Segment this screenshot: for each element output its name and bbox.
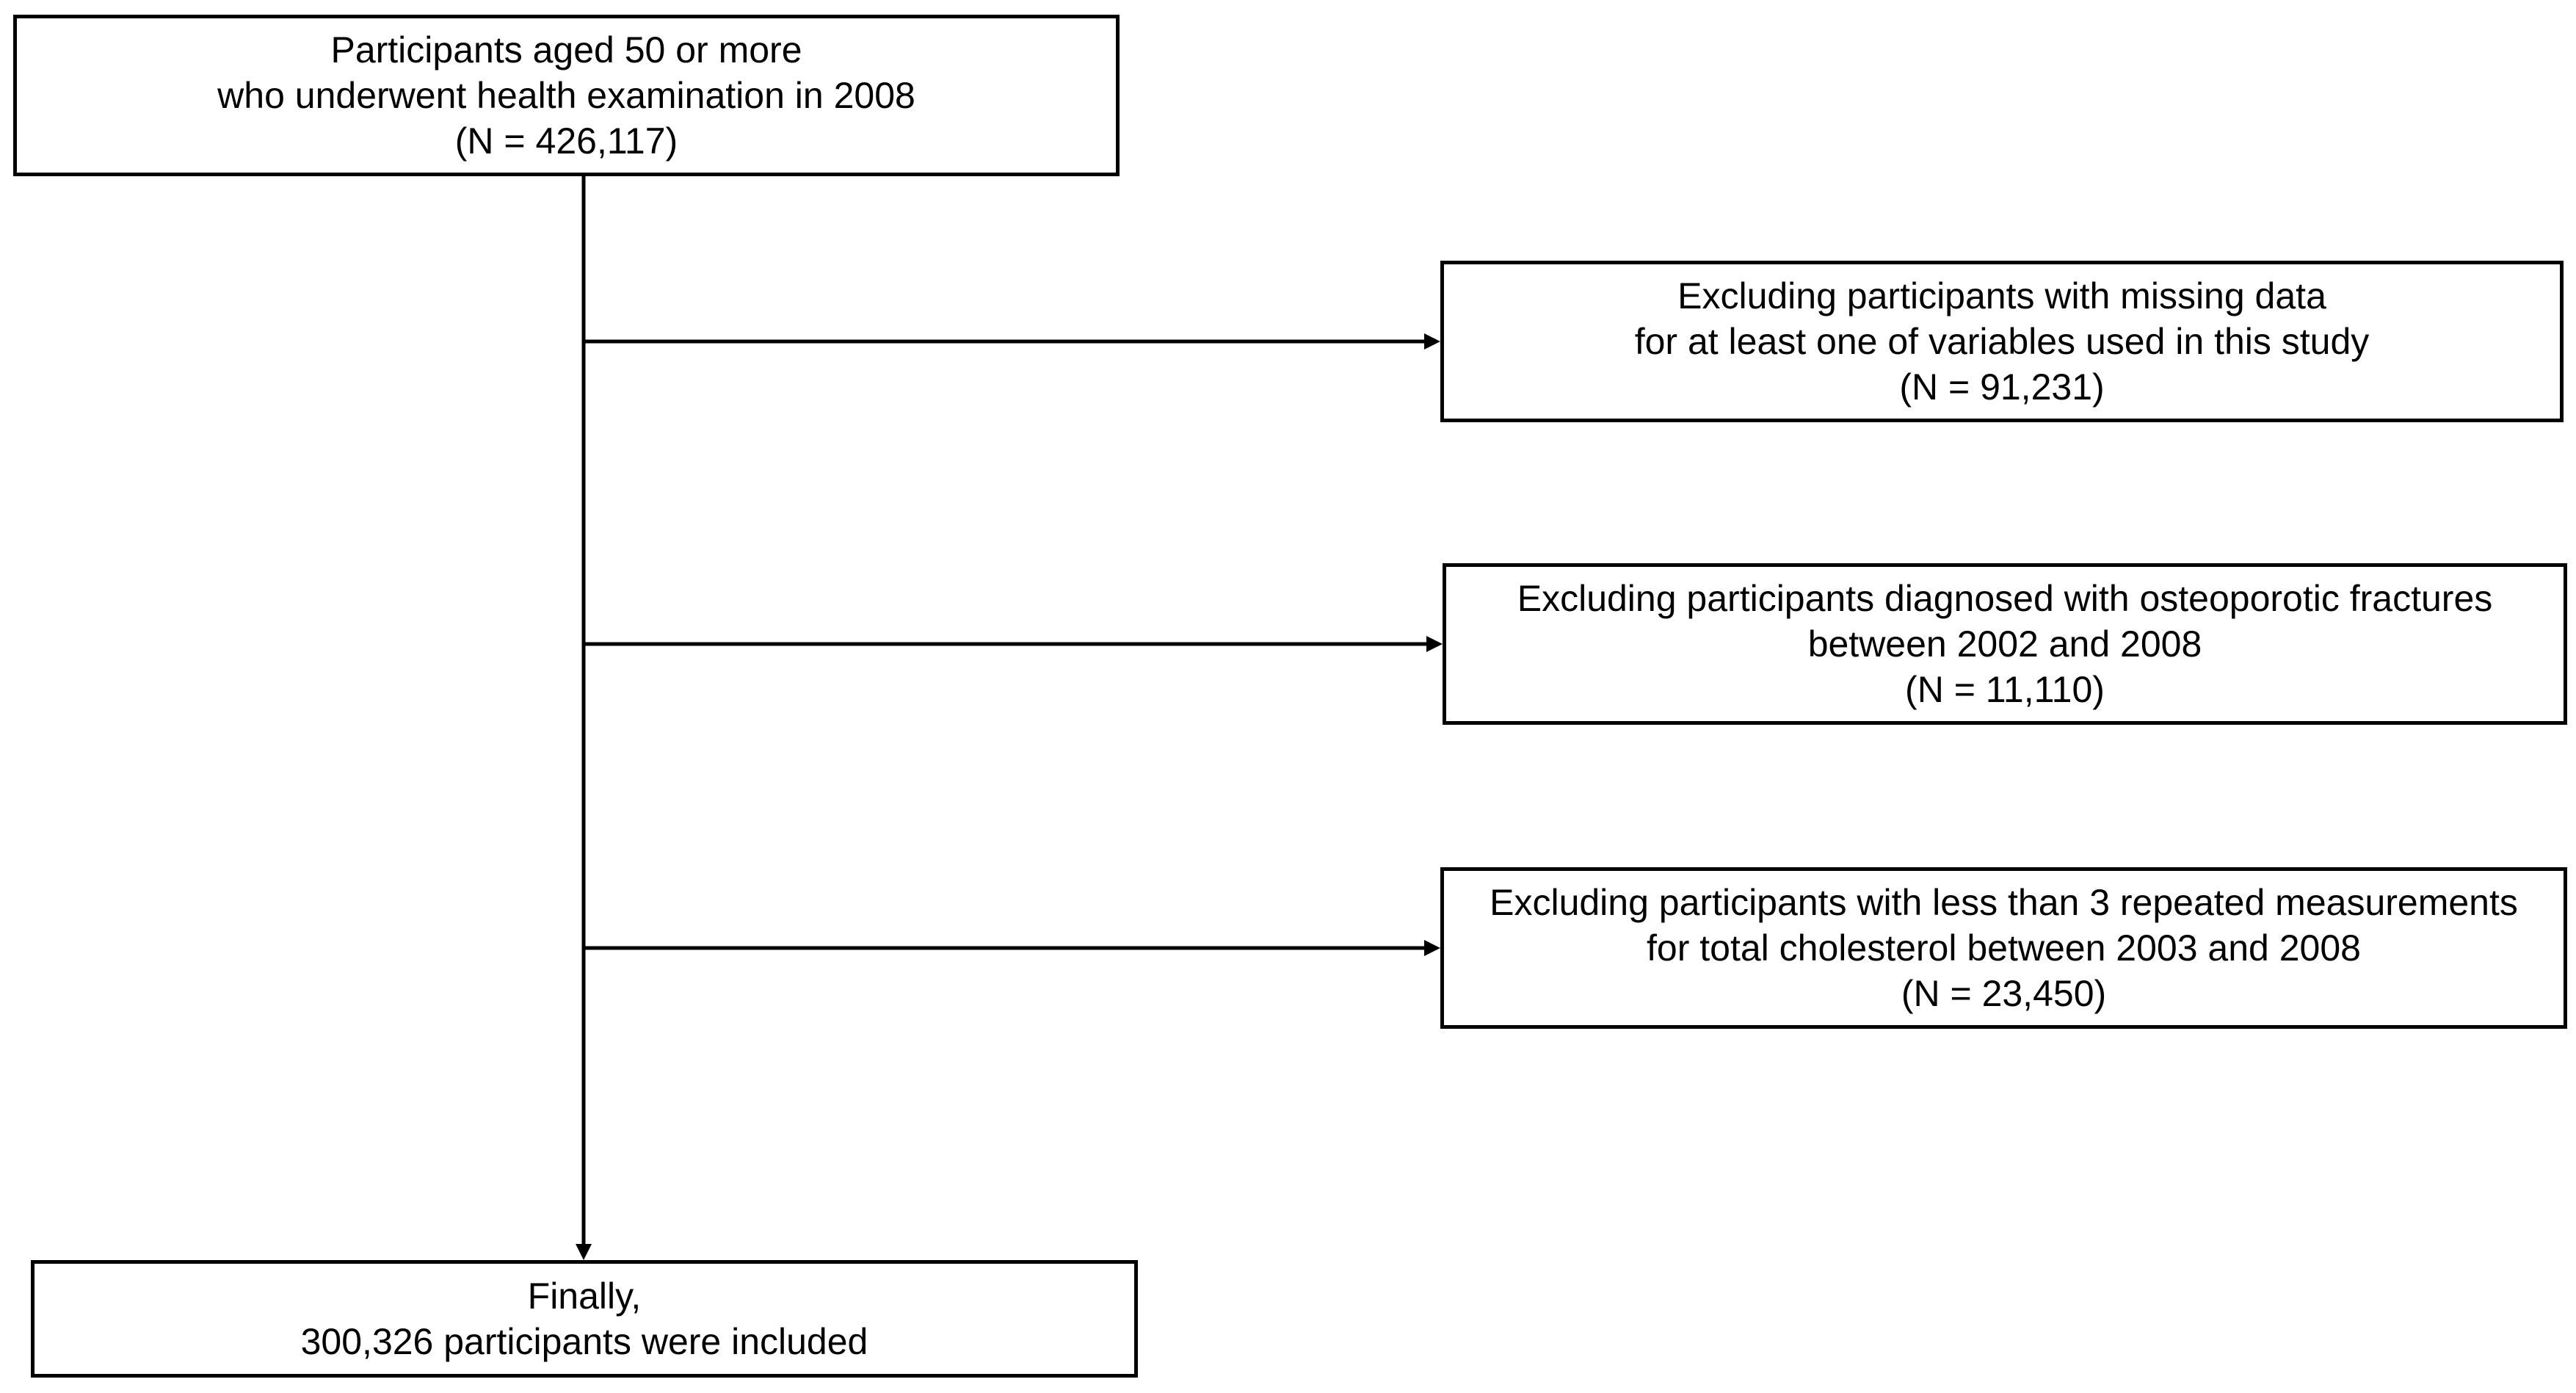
start-line-2: who underwent health examination in 2008	[217, 75, 915, 116]
start-line-1: Participants aged 50 or more	[330, 29, 802, 70]
start-population-box: Participants aged 50 or more who underwe…	[13, 15, 1120, 176]
exclusion-1-line-2: for at least one of variables used in th…	[1634, 321, 2370, 362]
final-line-1: Finally,	[527, 1276, 642, 1317]
exclusion-3-arrowhead	[1424, 940, 1440, 956]
exclusion-2-arrowhead	[1426, 636, 1443, 652]
exclusion-2-line-1: Excluding participants diagnosed with os…	[1517, 578, 2493, 619]
exclusion-3-line-3: (N = 23,450)	[1901, 973, 2107, 1014]
exclusion-3-line-1: Excluding participants with less than 3 …	[1490, 882, 2518, 923]
exclusion-box-cholesterol-measurements: Excluding participants with less than 3 …	[1440, 867, 2567, 1029]
exclusion-box-missing-data: Excluding participants with missing data…	[1440, 261, 2564, 422]
exclusion-1-arrowhead	[1424, 333, 1440, 350]
start-line-3: (N = 426,117)	[454, 120, 678, 162]
main-flow-arrowhead	[576, 1244, 592, 1260]
exclusion-2-line-2: between 2002 and 2008	[1807, 623, 2202, 665]
final-cohort-box: Finally, 300,326 participants were inclu…	[31, 1260, 1138, 1378]
final-line-2: 300,326 participants were included	[300, 1321, 868, 1362]
exclusion-1-line-3: (N = 91,231)	[1899, 366, 2105, 408]
exclusion-2-line-3: (N = 11,110)	[1905, 669, 2105, 710]
exclusion-box-prior-fractures: Excluding participants diagnosed with os…	[1443, 563, 2567, 725]
exclusion-1-line-1: Excluding participants with missing data	[1677, 275, 2326, 316]
exclusion-3-line-2: for total cholesterol between 2003 and 2…	[1647, 927, 2361, 969]
